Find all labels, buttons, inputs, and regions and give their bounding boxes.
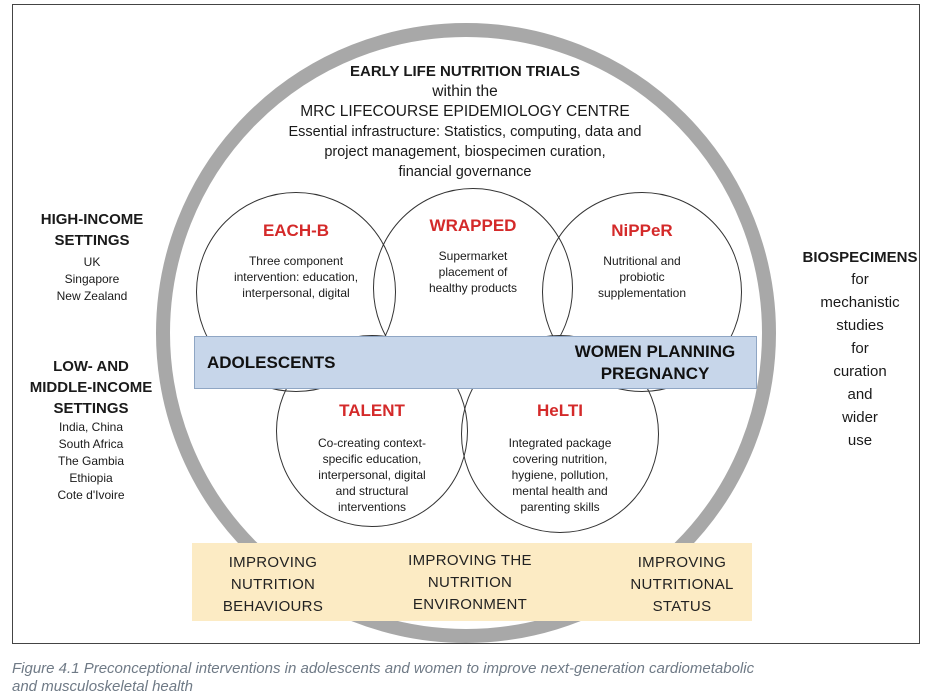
outcome-line: IMPROVING THE <box>408 552 532 569</box>
trial-nipper-desc: Nutritional and probiotic supplementatio… <box>562 253 722 301</box>
high-income-list: UK Singapore New Zealand <box>22 254 162 305</box>
country-item: South Africa <box>58 437 124 451</box>
lmic-title-2: MIDDLE-INCOME <box>29 379 153 396</box>
lmic-list: India, China South Africa The Gambia Eth… <box>16 419 166 504</box>
outcome-line: IMPROVING <box>228 554 318 571</box>
trial-each-b-title: EACH-B <box>262 221 330 240</box>
trial-each-b-desc: Three component intervention: education,… <box>216 253 376 301</box>
outcome-line: NUTRITIONAL <box>630 576 734 593</box>
country-item: India, China <box>58 420 124 434</box>
outcome-status: IMPROVING NUTRITIONAL STATUS <box>602 552 762 618</box>
outcome-line: STATUS <box>652 598 712 615</box>
header-within: within the <box>432 83 498 100</box>
desc-line: supplementation <box>597 286 687 300</box>
country-item: UK <box>83 255 101 269</box>
figure-caption: Figure 4.1 Preconceptional interventions… <box>12 660 922 696</box>
trial-wrapped: WRAPPED Supermarket placement of healthy… <box>393 216 553 296</box>
high-income-title-2: SETTINGS <box>54 232 130 249</box>
trial-helti-title: HeLTI <box>537 401 583 420</box>
outcome-behaviours: IMPROVING NUTRITION BEHAVIOURS <box>198 552 348 618</box>
trial-talent-title: TALENT <box>339 401 405 420</box>
biospecimens-line: use <box>847 432 873 449</box>
trial-talent: TALENT Co-creating context- specific edu… <box>292 401 452 515</box>
country-item: Cote d'Ivoire <box>57 488 125 502</box>
desc-line: specific education, <box>322 452 422 466</box>
low-middle-income-settings: LOW- AND MIDDLE-INCOME SETTINGS India, C… <box>16 356 166 504</box>
band-adolescents: ADOLESCENTS <box>207 353 336 372</box>
lmic-title-1: LOW- AND <box>53 358 129 375</box>
trial-talent-desc: Co-creating context- specific education,… <box>292 435 452 515</box>
trial-wrapped-title: WRAPPED <box>429 216 517 235</box>
desc-line: mental health and <box>512 484 608 498</box>
biospecimens-line: for <box>851 340 869 357</box>
outcome-line: NUTRITION <box>230 576 316 593</box>
biospecimens-line: studies <box>836 317 884 334</box>
desc-line: interpersonal, digital <box>318 468 426 482</box>
desc-line: covering nutrition, <box>512 452 608 466</box>
header-infra-2: project management, biospecimen curation… <box>324 144 606 160</box>
desc-line: Supermarket <box>438 249 508 263</box>
country-item: Ethiopia <box>69 471 113 485</box>
high-income-title-1: HIGH-INCOME <box>40 211 144 228</box>
desc-line: Nutritional and <box>603 254 681 268</box>
outcome-environment: IMPROVING THE NUTRITION ENVIRONMENT <box>390 550 550 616</box>
country-item: New Zealand <box>56 289 128 303</box>
biospecimens-line: curation <box>833 363 887 380</box>
desc-line: Co-creating context- <box>317 436 427 450</box>
desc-line: healthy products <box>428 281 518 295</box>
desc-line: probiotic <box>619 270 665 284</box>
biospecimens-line: mechanistic <box>820 294 900 311</box>
outcome-line: NUTRITION <box>427 574 513 591</box>
biospecimens-panel: BIOSPECIMENS for mechanistic studies for… <box>792 247 928 452</box>
outcomes-band <box>192 543 752 621</box>
trial-helti-desc: Integrated package covering nutrition, h… <box>480 435 640 515</box>
desc-line: Integrated package <box>508 436 612 450</box>
biospecimens-text: for mechanistic studies for curation and… <box>792 268 928 452</box>
band-women-planning: WOMEN PLANNING PREGNANCY <box>560 341 750 385</box>
header: EARLY LIFE NUTRITION TRIALS within the M… <box>250 62 680 182</box>
circle-helti <box>461 335 659 533</box>
header-centre: MRC LIFECOURSE EPIDEMIOLOGY CENTRE <box>300 103 630 120</box>
header-infra-1: Essential infrastructure: Statistics, co… <box>288 124 642 140</box>
desc-line: hygiene, pollution, <box>511 468 609 482</box>
outcome-line: BEHAVIOURS <box>222 598 324 615</box>
desc-line: parenting skills <box>520 500 600 514</box>
trial-nipper: NiPPeR Nutritional and probiotic supplem… <box>562 221 722 301</box>
trial-each-b: EACH-B Three component intervention: edu… <box>216 221 376 301</box>
desc-line: interpersonal, digital <box>242 286 350 300</box>
header-title: EARLY LIFE NUTRITION TRIALS <box>349 63 580 80</box>
biospecimens-line: for <box>851 271 869 288</box>
desc-line: and structural <box>335 484 409 498</box>
figure-frame <box>12 4 920 644</box>
lmic-title-3: SETTINGS <box>53 400 129 417</box>
outcome-line: IMPROVING <box>637 554 727 571</box>
band-women-line1: WOMEN PLANNING <box>574 342 736 361</box>
caption-line-2: and musculoskeletal health <box>12 678 193 695</box>
high-income-settings: HIGH-INCOME SETTINGS UK Singapore New Ze… <box>22 209 162 305</box>
caption-line-1: Figure 4.1 Preconceptional interventions… <box>12 660 755 677</box>
biospecimens-title: BIOSPECIMENS <box>802 249 918 266</box>
header-infra-3: financial governance <box>398 164 532 180</box>
trial-nipper-title: NiPPeR <box>611 221 673 240</box>
desc-line: interventions <box>337 500 407 514</box>
country-item: The Gambia <box>57 454 125 468</box>
desc-line: intervention: education, <box>233 270 359 284</box>
trial-wrapped-desc: Supermarket placement of healthy product… <box>393 248 553 296</box>
desc-line: Three component <box>248 254 344 268</box>
country-item: Singapore <box>64 272 120 286</box>
biospecimens-line: and <box>847 386 873 403</box>
population-band <box>194 336 757 389</box>
band-women-line2: PREGNANCY <box>600 364 710 383</box>
biospecimens-line: wider <box>842 409 878 426</box>
outcome-line: ENVIRONMENT <box>412 596 528 613</box>
desc-line: placement of <box>438 265 508 279</box>
trial-helti: HeLTI Integrated package covering nutrit… <box>480 401 640 515</box>
